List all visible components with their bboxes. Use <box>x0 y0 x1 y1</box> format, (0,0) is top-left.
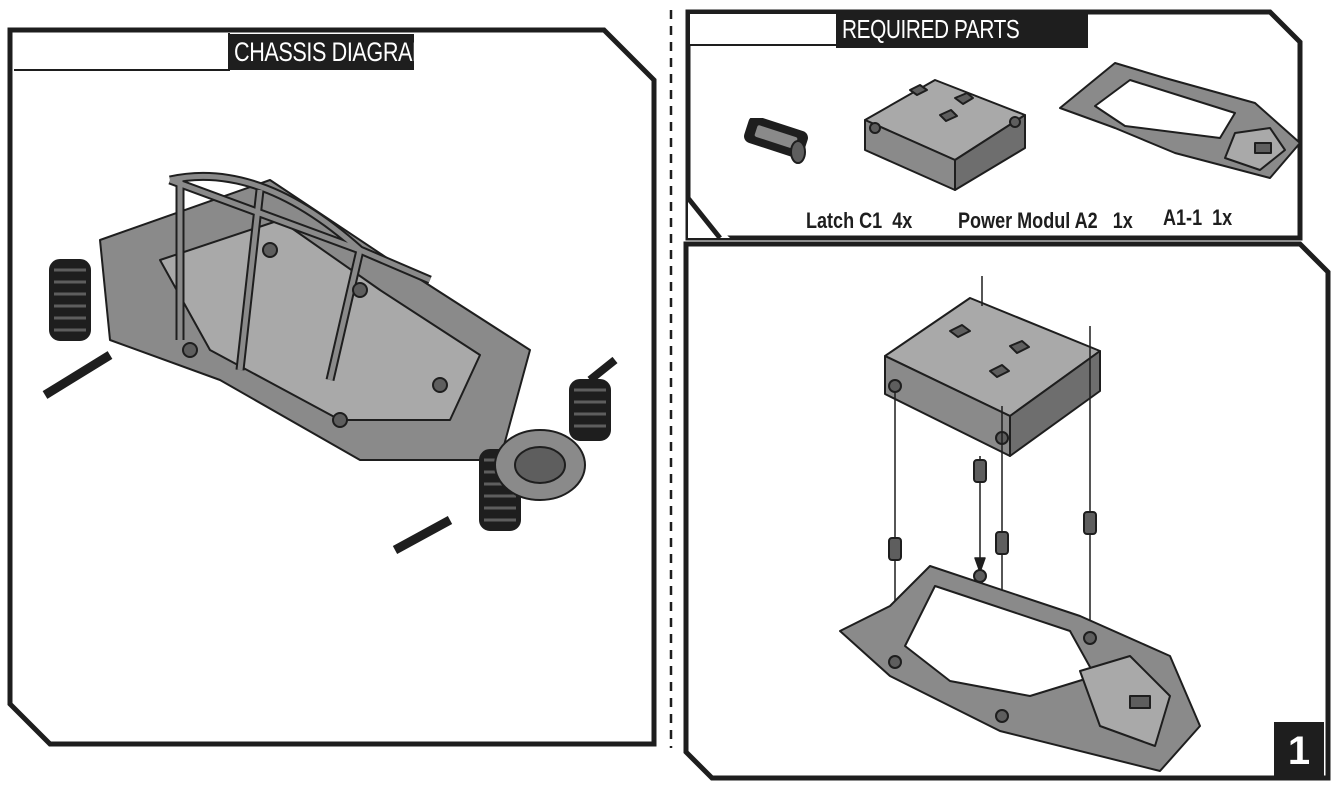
step-number: 1 <box>1274 722 1324 780</box>
latch-c1-illustration <box>744 118 808 164</box>
rear-axle <box>42 351 113 399</box>
chassis-illustration <box>42 171 618 554</box>
front-axle <box>392 516 453 554</box>
chassis-diagram-title: CHASSIS DIAGRAM <box>228 34 430 70</box>
part-qty: 4x <box>892 208 913 233</box>
chassis-panel-frame <box>7 27 657 747</box>
assembly-chassis-plate <box>839 565 1201 772</box>
part-name: Latch C1 <box>806 208 883 233</box>
part-qty: 1x <box>1112 208 1133 233</box>
assembly-power-module <box>884 297 1101 457</box>
assembly-latches <box>888 459 1097 561</box>
parts-header-bar <box>690 14 838 46</box>
rear-shock <box>49 259 91 341</box>
part-qty: 1x <box>1212 205 1233 230</box>
chassis-header-bar <box>14 33 230 71</box>
parts-item-power-modul-a2: Power Modul A2 1x <box>958 208 1133 234</box>
parts-item-latch-c1: Latch C1 4x <box>806 208 912 234</box>
a1-1-illustration <box>1059 62 1301 179</box>
assembly-illustration <box>839 276 1201 772</box>
front-shock-right <box>569 379 611 441</box>
part-name: A1-1 <box>1163 205 1203 230</box>
required-parts-title: REQUIRED PARTS <box>836 14 1088 48</box>
power-modul-a2-illustration <box>864 79 1026 191</box>
step-panel-frame <box>683 241 1331 781</box>
part-name: Power Modul A2 <box>958 208 1098 233</box>
parts-item-a1-1: A1-1 1x <box>1163 205 1232 231</box>
